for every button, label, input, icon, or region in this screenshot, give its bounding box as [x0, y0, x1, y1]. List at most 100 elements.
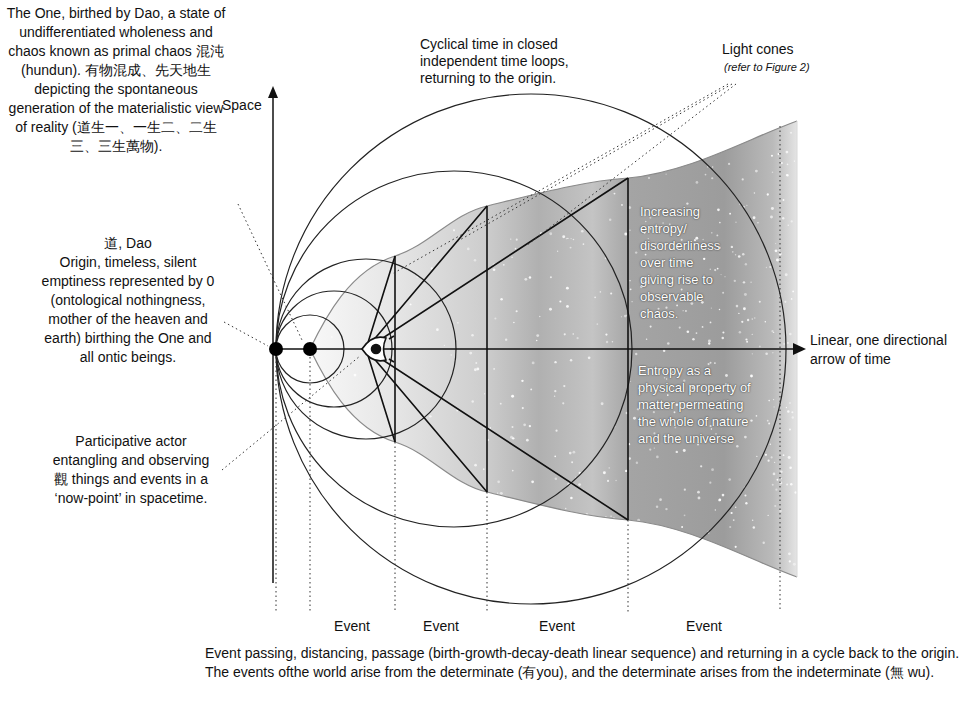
speckle: [696, 181, 699, 184]
speckle: [683, 310, 684, 311]
speckle: [512, 183, 513, 184]
speckle: [742, 253, 744, 255]
speckle: [511, 395, 514, 398]
speckle: [471, 400, 473, 402]
speckle: [603, 471, 606, 474]
speckle: [584, 171, 586, 173]
speckle: [718, 499, 721, 502]
funnel-edge: [310, 121, 797, 349]
speckle: [712, 166, 713, 167]
speckle: [754, 192, 756, 194]
speckle: [710, 322, 712, 324]
eye-lash: [389, 359, 394, 362]
speckle: [570, 238, 571, 239]
speckle: [573, 239, 575, 241]
speckle: [736, 305, 739, 308]
speckle: [678, 553, 679, 554]
speckle: [728, 128, 730, 130]
speckle: [570, 497, 573, 500]
speckle: [694, 561, 696, 563]
annotation-text: Cyclical time in closed independent time…: [420, 36, 620, 87]
leader-line: [224, 322, 268, 346]
speckle: [650, 528, 652, 530]
speckle: [624, 315, 627, 318]
speckle: [784, 301, 786, 303]
speckle: [555, 430, 557, 432]
speckle: [488, 165, 490, 167]
speckle: [503, 264, 505, 266]
speckle: [603, 173, 606, 176]
speckle: [683, 449, 686, 452]
speckle: [793, 563, 796, 566]
time-axis: [276, 348, 796, 350]
speckle: [794, 491, 796, 493]
speckle: [735, 546, 737, 548]
speckle: [685, 310, 687, 312]
speckle: [709, 482, 711, 484]
speckle: [744, 293, 747, 296]
funnel-text: Increasing entropy/ disorderliness over …: [640, 203, 730, 322]
speckle: [607, 532, 610, 535]
speckle: [775, 243, 776, 244]
speckle: [711, 468, 714, 471]
speckle: [600, 291, 602, 293]
event-guide-line: [628, 520, 629, 612]
speckle: [532, 361, 535, 364]
speckle: [559, 300, 561, 302]
reference-note: (refer to Figure 2): [724, 60, 874, 74]
speckle: [719, 309, 721, 311]
speckle: [702, 326, 704, 328]
speckle: [756, 571, 758, 573]
speckle: [565, 174, 568, 177]
speckle: [767, 193, 769, 195]
speckle: [373, 350, 375, 352]
speckle: [369, 137, 372, 140]
speckle: [776, 259, 779, 262]
speckle: [702, 137, 705, 140]
funnel-shape: [300, 110, 800, 590]
speckle: [743, 307, 746, 310]
note-text: Event passing, distancing, passage (birt…: [205, 644, 970, 682]
speckle: [665, 132, 667, 134]
speckle: [588, 356, 591, 359]
speckle: [788, 225, 789, 226]
speckle: [726, 145, 729, 148]
speckle: [438, 180, 440, 182]
speckle: [609, 467, 610, 468]
speckle: [631, 301, 632, 302]
speckle: [786, 483, 788, 485]
speckle: [734, 280, 736, 282]
speckle: [634, 577, 637, 580]
event-label: Event: [406, 617, 476, 636]
speckle: [549, 232, 552, 235]
speckle: [779, 271, 780, 272]
speckle: [648, 177, 650, 179]
speckle: [771, 155, 773, 157]
speckle: [779, 482, 782, 485]
speckle: [770, 444, 771, 445]
speckle: [374, 158, 376, 160]
speckle: [759, 301, 761, 303]
speckle: [540, 232, 542, 234]
speckle: [516, 310, 518, 312]
speckle: [792, 416, 794, 418]
speckle: [531, 480, 534, 483]
speckle: [471, 334, 474, 337]
speckle: [456, 409, 458, 411]
speckle: [569, 554, 571, 556]
speckle: [523, 423, 526, 426]
speckle: [404, 477, 405, 478]
speckle: [779, 253, 782, 256]
speckle: [728, 126, 731, 129]
speckle: [500, 492, 503, 495]
speckle: [786, 174, 788, 176]
speckle: [750, 375, 753, 378]
speckle: [650, 326, 652, 328]
speckle: [711, 177, 713, 179]
speckle: [467, 248, 470, 251]
speckle: [474, 464, 477, 467]
funnel-edge: [310, 349, 797, 577]
speckle: [739, 331, 742, 334]
speckle: [581, 230, 584, 233]
speckle: [775, 489, 777, 491]
